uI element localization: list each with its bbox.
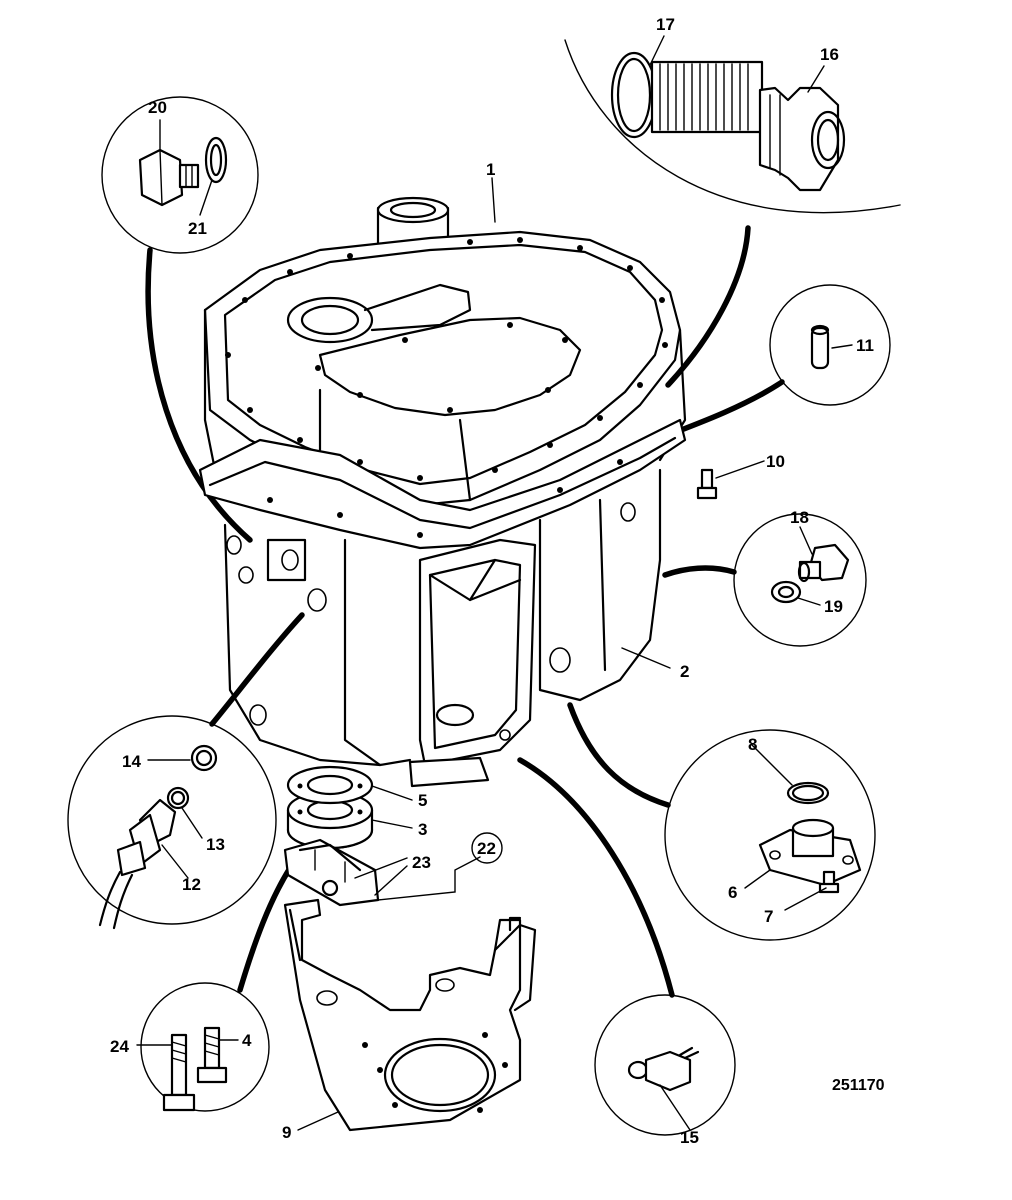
- label-12: 12: [182, 875, 201, 894]
- label-14: 14: [122, 752, 141, 771]
- label-22: 22: [477, 839, 496, 858]
- label-1: 1: [486, 160, 495, 179]
- gearbox-housing: [198, 196, 687, 788]
- label-8: 8: [748, 735, 757, 754]
- tail-drain-plug: [145, 247, 253, 543]
- label-19: 19: [824, 597, 843, 616]
- seal-and-spacer: [286, 765, 374, 850]
- label-16: 16: [820, 45, 839, 64]
- tail-plug-18: [662, 565, 737, 578]
- detail-circle-drain-plug: [101, 96, 259, 254]
- tail-filter: [665, 225, 751, 388]
- label-23: 23: [412, 853, 431, 872]
- label-17: 17: [656, 15, 675, 34]
- label-6: 6: [728, 883, 737, 902]
- label-20: 20: [148, 98, 167, 117]
- detail-circle-switch: [594, 994, 736, 1136]
- label-24: 24: [110, 1037, 129, 1056]
- filter-element: [610, 51, 846, 192]
- tail-bolts: [237, 865, 293, 993]
- tail-sensor: [209, 612, 305, 727]
- detail-circle-plug-18: [733, 513, 867, 647]
- breather-flange: [758, 781, 862, 894]
- bolts-4-24: [162, 1026, 228, 1112]
- label-10: 10: [766, 452, 785, 471]
- detail-circle-dowel: [769, 284, 891, 406]
- part-labels: 1 2 3 4 5 6 7 8 9 10 11 12 13 14 15 16 1…: [110, 15, 885, 1147]
- label-3: 3: [418, 820, 427, 839]
- dowel-pin: [810, 324, 830, 370]
- label-2: 2: [680, 662, 689, 681]
- small-bolt: [696, 468, 718, 500]
- temperature-sensor: [98, 744, 218, 930]
- figure-reference: 251170: [832, 1077, 885, 1094]
- label-13: 13: [206, 835, 225, 854]
- detail-circle-sensor: [67, 715, 277, 925]
- leader-lines: [136, 35, 853, 1131]
- label-21: 21: [188, 219, 207, 238]
- drain-plug: [138, 136, 228, 207]
- detail-circle-bolts: [140, 982, 270, 1112]
- label-7: 7: [764, 907, 773, 926]
- label-4: 4: [242, 1031, 252, 1050]
- plug-18: [770, 543, 850, 604]
- label-15: 15: [680, 1128, 699, 1147]
- label-11: 11: [856, 336, 874, 355]
- callout-22-circle: [471, 832, 503, 864]
- detail-arc-filter: [564, 39, 901, 214]
- label-18: 18: [790, 508, 809, 527]
- detail-circle-flange: [664, 729, 876, 941]
- tail-switch: [517, 757, 675, 998]
- mounting-bracket: [283, 898, 537, 1132]
- tail-flange: [567, 702, 671, 808]
- switch-block: [283, 838, 380, 907]
- label-5: 5: [418, 791, 427, 810]
- label-9: 9: [282, 1123, 291, 1142]
- pressure-switch: [627, 1046, 700, 1092]
